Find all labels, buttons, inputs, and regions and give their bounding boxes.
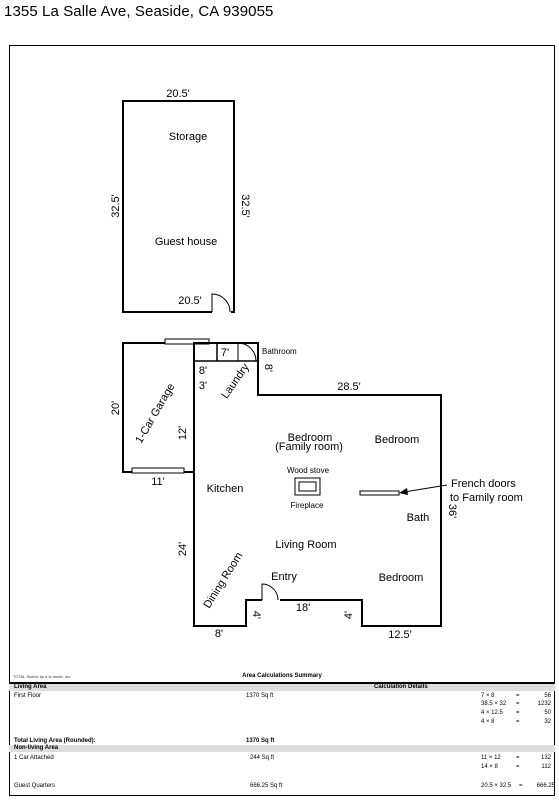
calc-row: 4 × 8 = 32 [481,719,551,725]
bottom-right-dim: 12.5' [388,629,412,641]
total-living-label: Total Living Area (Rounded): [14,738,96,744]
callout-arrow [403,484,448,493]
entry-door-swing [261,583,279,601]
calc-row: 4 × 12.5 = 50 [481,710,551,716]
gh-bottom-dim: 20.5' [178,295,202,307]
garage-area-label: 1 Car Attached [14,755,54,761]
fireplace-inner [298,481,317,492]
guest-house-door-swing [211,293,231,313]
calc-row: 14 × 8 = 112 [481,764,551,770]
calc-row: 20.5 × 32.5 = 666.25 [481,783,555,789]
living-area-band: Living Area Calculation Details [9,684,555,691]
laundry-label: Laundry [219,361,252,401]
sketch-caption: TOTAL Sketch by a la mode, Inc. [13,674,72,679]
dining-room-label: Dining Room [202,550,246,610]
garage-door [131,467,185,474]
main-top-dim: 28.5' [337,381,361,393]
bath-label: Bath [407,512,430,524]
gh-right-dim: 32.5' [239,194,251,218]
first-floor-label: First Floor [14,693,41,699]
bathroom-door-swing [237,342,257,362]
garage-small-dim: 3' [199,380,207,392]
main-left-dim: 24' [177,542,189,556]
laundry-top-dim: 7' [221,347,229,359]
entry-right-dim: 4' [343,611,355,619]
entry-label: Entry [271,571,297,583]
guest-quarters-value: 666.25 Sq ft [250,783,283,789]
bedroom-bottom-label: Bedroom [379,572,424,584]
callout-arrow-head [399,488,408,495]
kitchen-label: Kitchen [207,483,244,495]
fireplace-box [294,477,321,496]
gh-left-dim: 32.5' [110,194,122,218]
garage-area-value: 244 Sq ft [250,755,275,761]
guest-house-outline [122,100,235,313]
calc-row: 7 × 8 = 56 [481,693,551,699]
bottom-left-dim: 8' [215,628,223,640]
fireplace-label: Fireplace [291,501,324,510]
family-room-label-1: Bedroom [288,432,333,444]
living-room-label: Living Room [275,539,336,551]
french-doors [359,490,400,496]
living-area-header: Living Area [14,684,47,690]
entry-left-dim: 4' [250,611,262,619]
summary-title: Area Calculations Summary [242,673,322,679]
family-room-label-2: (Family room) [275,441,343,453]
gh-room-storage: Storage [169,131,208,143]
garage-right-dim: 12' [177,426,189,440]
calc-details-header: Calculation Details [374,684,428,690]
sketch-frame [9,45,555,796]
entry-top-dim: 18' [296,602,310,614]
garage-bottom-dim: 11' [151,476,165,488]
garage-left-dim: 20' [110,401,122,415]
bedroom-top-label: Bedroom [375,434,420,446]
wood-stove-label: Wood stove [287,466,330,475]
first-floor-value: 1370 Sq ft [246,693,274,699]
main-right-dim: 36' [446,504,458,518]
bath-right-dim: 8' [262,364,274,372]
garage-name: 1-Car Garage [133,381,177,445]
garage-window [164,338,210,345]
summary-rule [9,682,555,684]
callout-line-2: to Family room [450,492,523,504]
callout-line-1: French doors [451,478,516,490]
calc-row: 11 × 12 = 132 [481,755,551,761]
nonliving-area-header: Non-living Area [14,745,59,751]
gh-top-dim: 20.5' [166,88,190,100]
calc-row: 38.5 × 32 = 1232 [481,701,551,707]
guest-quarters-label: Guest Quarters [14,783,56,789]
nonliving-area-band: Non-living Area [9,745,555,752]
laundry-left-dim: 8' [199,365,207,377]
main-house-outline [193,342,442,627]
gh-room-guest-house: Guest house [155,236,217,248]
total-living-value: 1370 Sq ft [246,738,275,744]
bathroom-label: Bathroom [262,347,297,356]
property-address: 1355 La Salle Ave, Seaside, CA 939055 [4,3,274,20]
